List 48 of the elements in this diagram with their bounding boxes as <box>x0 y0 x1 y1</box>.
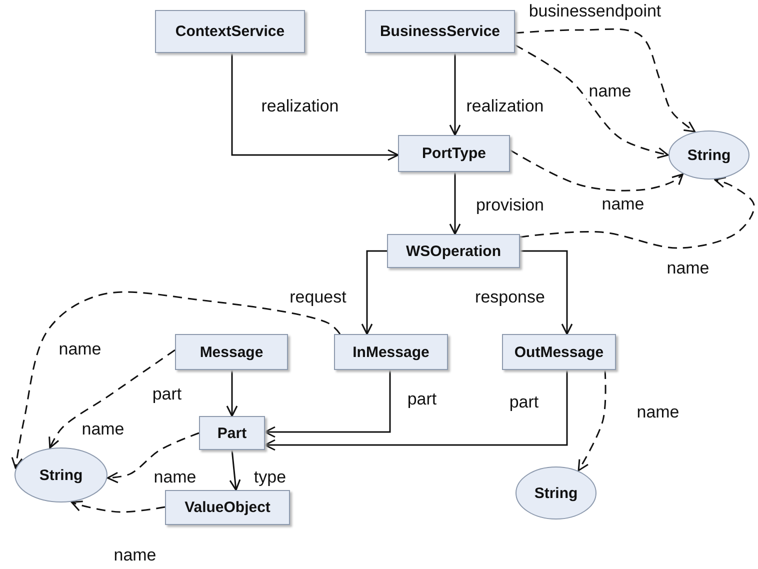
arrow <box>361 250 387 335</box>
arrow <box>449 53 461 136</box>
edge-label: request <box>288 288 348 308</box>
arrow <box>264 370 391 438</box>
class-ellipse <box>14 447 108 503</box>
dashed-arrow <box>106 432 200 484</box>
dashed-arrow <box>48 349 176 449</box>
class-name: ValueObject <box>184 499 270 516</box>
dashed-arrow <box>514 28 696 132</box>
class-name: Part <box>217 424 247 442</box>
class-box <box>175 334 288 370</box>
class-name: Message <box>200 344 264 360</box>
class-ellipse <box>668 130 750 180</box>
edge-label: part <box>507 394 541 412</box>
class-box <box>387 234 520 268</box>
class-name: String <box>687 146 731 164</box>
edge-label: businessendpoint <box>526 2 664 22</box>
arrow <box>231 53 399 161</box>
dashed-arrow <box>514 44 669 159</box>
class-box <box>365 10 515 53</box>
class-box <box>199 416 265 450</box>
dashed-arrow <box>578 370 606 472</box>
arrow <box>520 250 573 335</box>
edge-label: type <box>252 468 288 488</box>
class-name: ContextService <box>175 23 285 40</box>
dashed-arrow <box>510 149 684 192</box>
class-box <box>155 10 305 53</box>
arrow <box>226 370 238 417</box>
edge-label: part <box>405 390 439 410</box>
arrow <box>449 172 461 235</box>
class-name: String <box>534 484 578 502</box>
arrow <box>229 450 241 491</box>
class-name: PortType <box>422 145 486 162</box>
class-name: BusinessService <box>380 23 500 40</box>
dashed-arrow <box>520 176 755 249</box>
class-name: WSOperation <box>406 242 501 260</box>
edge-label: part <box>150 386 184 404</box>
class-name: OutMessage <box>514 344 604 360</box>
class-box <box>398 135 510 172</box>
arrow <box>264 370 568 451</box>
class-box <box>334 334 448 370</box>
class-name: String <box>39 466 83 484</box>
class-ellipse <box>515 466 597 520</box>
dashed-arrow <box>11 291 341 469</box>
class-box <box>502 334 616 370</box>
class-box <box>165 490 290 525</box>
dashed-arrow <box>70 500 166 513</box>
class-name: InMessage <box>352 344 430 360</box>
